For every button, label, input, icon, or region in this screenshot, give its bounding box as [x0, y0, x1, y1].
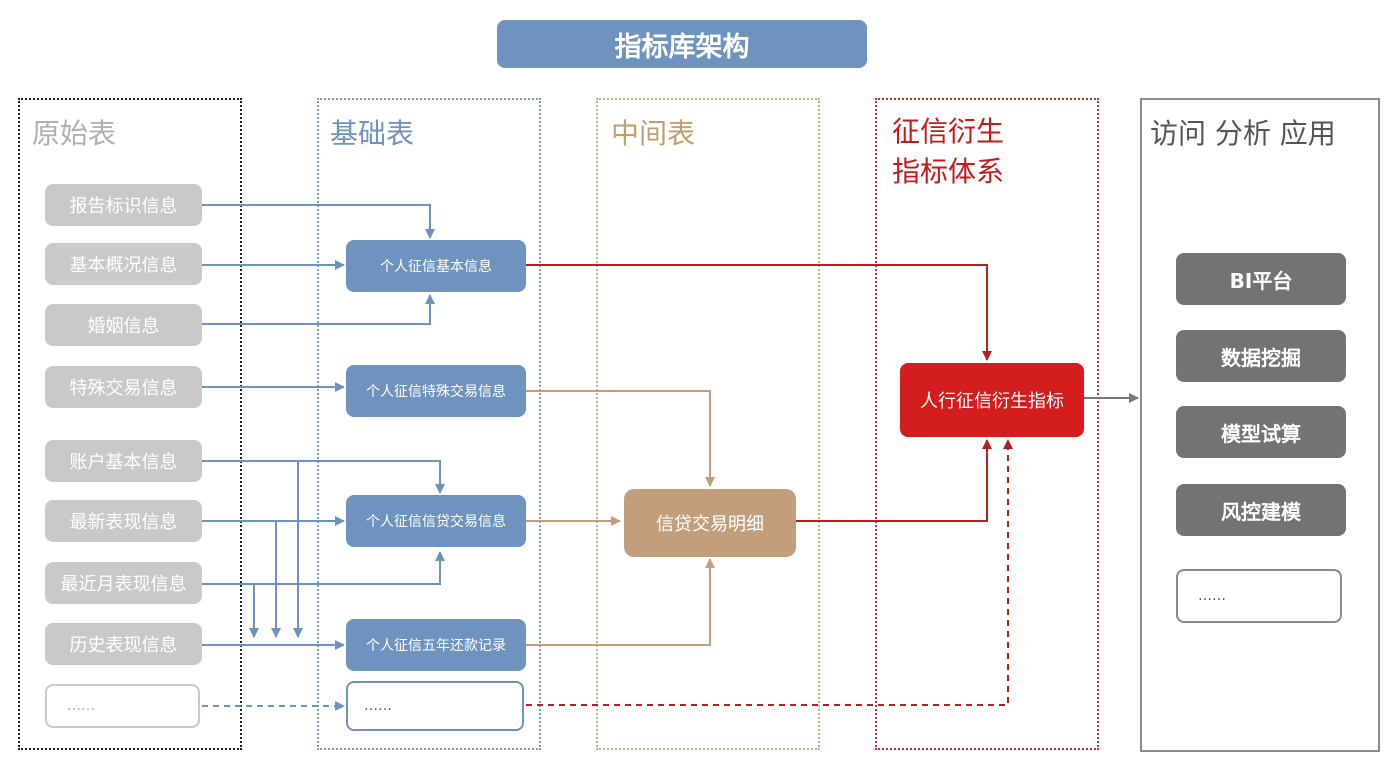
raw-item-account-basic: 账户基本信息: [45, 440, 202, 482]
app-column-title: 访问 分析 应用: [1150, 117, 1336, 150]
base-item-special-transaction: 个人征信特殊交易信息: [346, 365, 526, 417]
raw-item-recent-month: 最近月表现信息: [45, 562, 202, 604]
base-column-title: 基础表: [330, 117, 415, 150]
mid-column-title: 中间表: [611, 117, 696, 150]
raw-item-latest-performance: 最新表现信息: [45, 500, 202, 542]
app-item-model-trial: 模型试算: [1176, 406, 1346, 458]
application-column: [1140, 98, 1380, 752]
base-tables-column: [317, 98, 541, 750]
app-item-more: ……: [1176, 569, 1342, 623]
intermediate-tables-column: [596, 98, 820, 750]
derived-index-column: [875, 98, 1099, 750]
base-item-repayment-record: 个人征信五年还款记录: [346, 619, 526, 671]
raw-item-special-transaction: 特殊交易信息: [45, 366, 202, 408]
raw-column-title: 原始表: [32, 117, 117, 150]
raw-item-basic-profile: 基本概况信息: [45, 243, 202, 285]
raw-tables-column: [18, 98, 242, 750]
mid-item-credit-detail: 信贷交易明细: [624, 489, 796, 557]
index-column-title: 征信衍生 指标体系: [892, 115, 1005, 188]
app-item-data-mining: 数据挖掘: [1176, 330, 1346, 382]
base-item-credit-transaction: 个人征信信贷交易信息: [346, 495, 526, 547]
base-item-more: ……: [346, 681, 524, 731]
raw-item-marriage: 婚姻信息: [45, 304, 202, 346]
index-item-derived: 人行征信衍生指标: [900, 363, 1084, 437]
app-item-risk-modeling: 风控建模: [1176, 484, 1346, 536]
app-item-bi-platform: BI平台: [1176, 253, 1346, 305]
diagram-title: 指标库架构: [497, 20, 867, 68]
raw-item-more: ……: [45, 684, 200, 728]
base-item-basic-info: 个人征信基本信息: [346, 240, 526, 292]
raw-item-history: 历史表现信息: [45, 623, 202, 665]
raw-item-report-id: 报告标识信息: [45, 184, 202, 226]
